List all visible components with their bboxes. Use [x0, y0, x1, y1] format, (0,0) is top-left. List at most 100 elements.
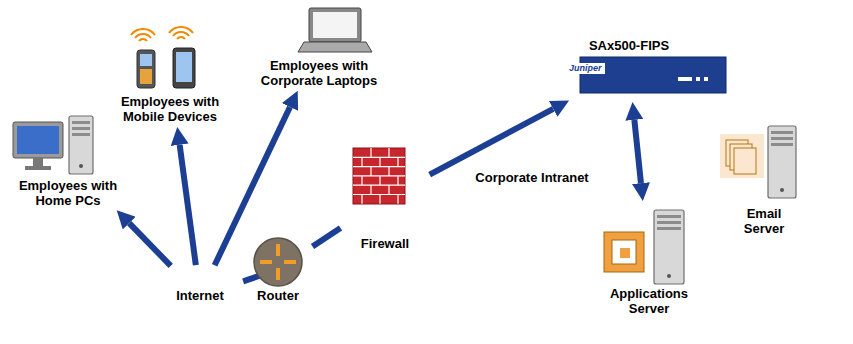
network-node: Employees with Home PCs: [12, 112, 124, 208]
mortar-line: [361, 195, 362, 204]
icon-area: [590, 204, 708, 286]
mortar-line: [370, 185, 371, 194]
signal-wave: [135, 34, 151, 38]
status-light: [696, 77, 700, 81]
status-light: [704, 77, 708, 81]
node-label: Corporate Intranet: [474, 170, 590, 185]
mortar-line: [397, 157, 398, 166]
network-node: SAx500-FIPS Juniper: [550, 38, 708, 99]
icon-area: [108, 22, 232, 94]
router-arrow: [276, 244, 280, 256]
power-button: [780, 188, 784, 192]
connector-arrow: [180, 145, 196, 265]
icon-group: [353, 148, 405, 204]
mortar-line: [388, 167, 389, 176]
logo-text: Juniper: [566, 63, 605, 74]
icon-group: [131, 27, 195, 88]
status-light: [678, 77, 692, 81]
node-label: Internet: [138, 288, 262, 303]
device-icon: [550, 53, 708, 99]
laptop-base: [298, 42, 372, 52]
connector-arrow: [313, 228, 341, 247]
power-button: [667, 274, 671, 278]
network-node: Applications Server: [590, 204, 708, 316]
mortar-line: [370, 148, 371, 157]
drive-bay: [657, 227, 681, 230]
laptop-screen: [313, 12, 357, 38]
node-label: Employees with Mobile Devices: [111, 94, 229, 124]
network-node: Internet: [138, 268, 262, 324]
server-tower: [69, 116, 93, 174]
drive-bay: [771, 137, 793, 140]
mortar-line: [353, 157, 405, 158]
firewall-wall: [353, 148, 405, 204]
phone-body: [173, 48, 195, 88]
mortar-line: [361, 176, 362, 185]
phone-screen: [176, 52, 192, 82]
monitor-neck: [33, 158, 43, 166]
mortar-line: [353, 185, 405, 186]
network-node: Email Server: [718, 118, 810, 236]
mortar-line: [388, 148, 389, 157]
node-label: Applications Server: [599, 286, 699, 316]
server-tower: [654, 210, 684, 284]
mortar-line: [397, 195, 398, 204]
icon-area: Juniper: [550, 53, 708, 99]
router-arrow: [260, 260, 272, 264]
mortar-line: [388, 185, 389, 194]
pc-icon: [12, 112, 124, 178]
node-label: Firewall: [345, 236, 425, 251]
icon-group: [254, 238, 302, 286]
app-tile: [620, 248, 630, 258]
node-label: Employees with Home PCs: [16, 178, 120, 208]
mortar-line: [379, 176, 380, 185]
network-node: Router: [246, 236, 310, 303]
router-arrow: [276, 268, 280, 280]
drive-bay: [657, 215, 681, 218]
connector-arrow: [129, 223, 171, 266]
signal-wave: [169, 27, 193, 33]
mobile-icon: [108, 22, 232, 94]
connector-arrow: [634, 120, 641, 183]
icon-group: [13, 116, 93, 174]
router-body: [254, 238, 302, 286]
icon-group: [720, 126, 796, 198]
drive-bay: [657, 221, 681, 224]
drive-bay: [72, 127, 90, 130]
signal-wave: [131, 29, 155, 35]
signal-wave: [177, 37, 185, 39]
apps-icon: [590, 204, 708, 286]
app-window: [612, 240, 636, 264]
router-arrow: [284, 260, 296, 264]
icon-ground: [720, 134, 764, 178]
node-label: Employees with Corporate Laptops: [249, 58, 389, 88]
network-node: Corporate Intranet SAx500-FIPS JuniperEmai…: [432, 4, 853, 342]
mortar-line: [397, 176, 398, 185]
signal-wave: [173, 32, 189, 36]
app-icon: [604, 232, 644, 272]
server-tower: [768, 126, 796, 198]
monitor-base: [25, 166, 51, 170]
icon-group: [604, 210, 684, 284]
power-button: [79, 164, 83, 168]
drive-bay: [72, 133, 90, 136]
node-label: Email Server: [734, 206, 794, 236]
signal-wave: [139, 39, 147, 41]
mortar-line: [379, 157, 380, 166]
network-node: Employees with Corporate Laptops: [246, 4, 392, 88]
icon-area: [246, 236, 310, 288]
phone-keypad: [140, 69, 152, 84]
node-label: SAx500-FIPS: [554, 38, 704, 53]
phone-body: [137, 50, 155, 88]
email-icon: [718, 118, 810, 206]
drive-bay: [72, 121, 90, 124]
monitor-screen: [17, 126, 59, 154]
mortar-line: [379, 195, 380, 204]
monitor-frame: [13, 122, 63, 158]
router-icon: [246, 236, 310, 288]
mortar-line: [353, 166, 405, 167]
network-node: Firewall: [343, 146, 427, 251]
drive-bay: [771, 143, 793, 146]
phone-screen: [140, 54, 152, 66]
